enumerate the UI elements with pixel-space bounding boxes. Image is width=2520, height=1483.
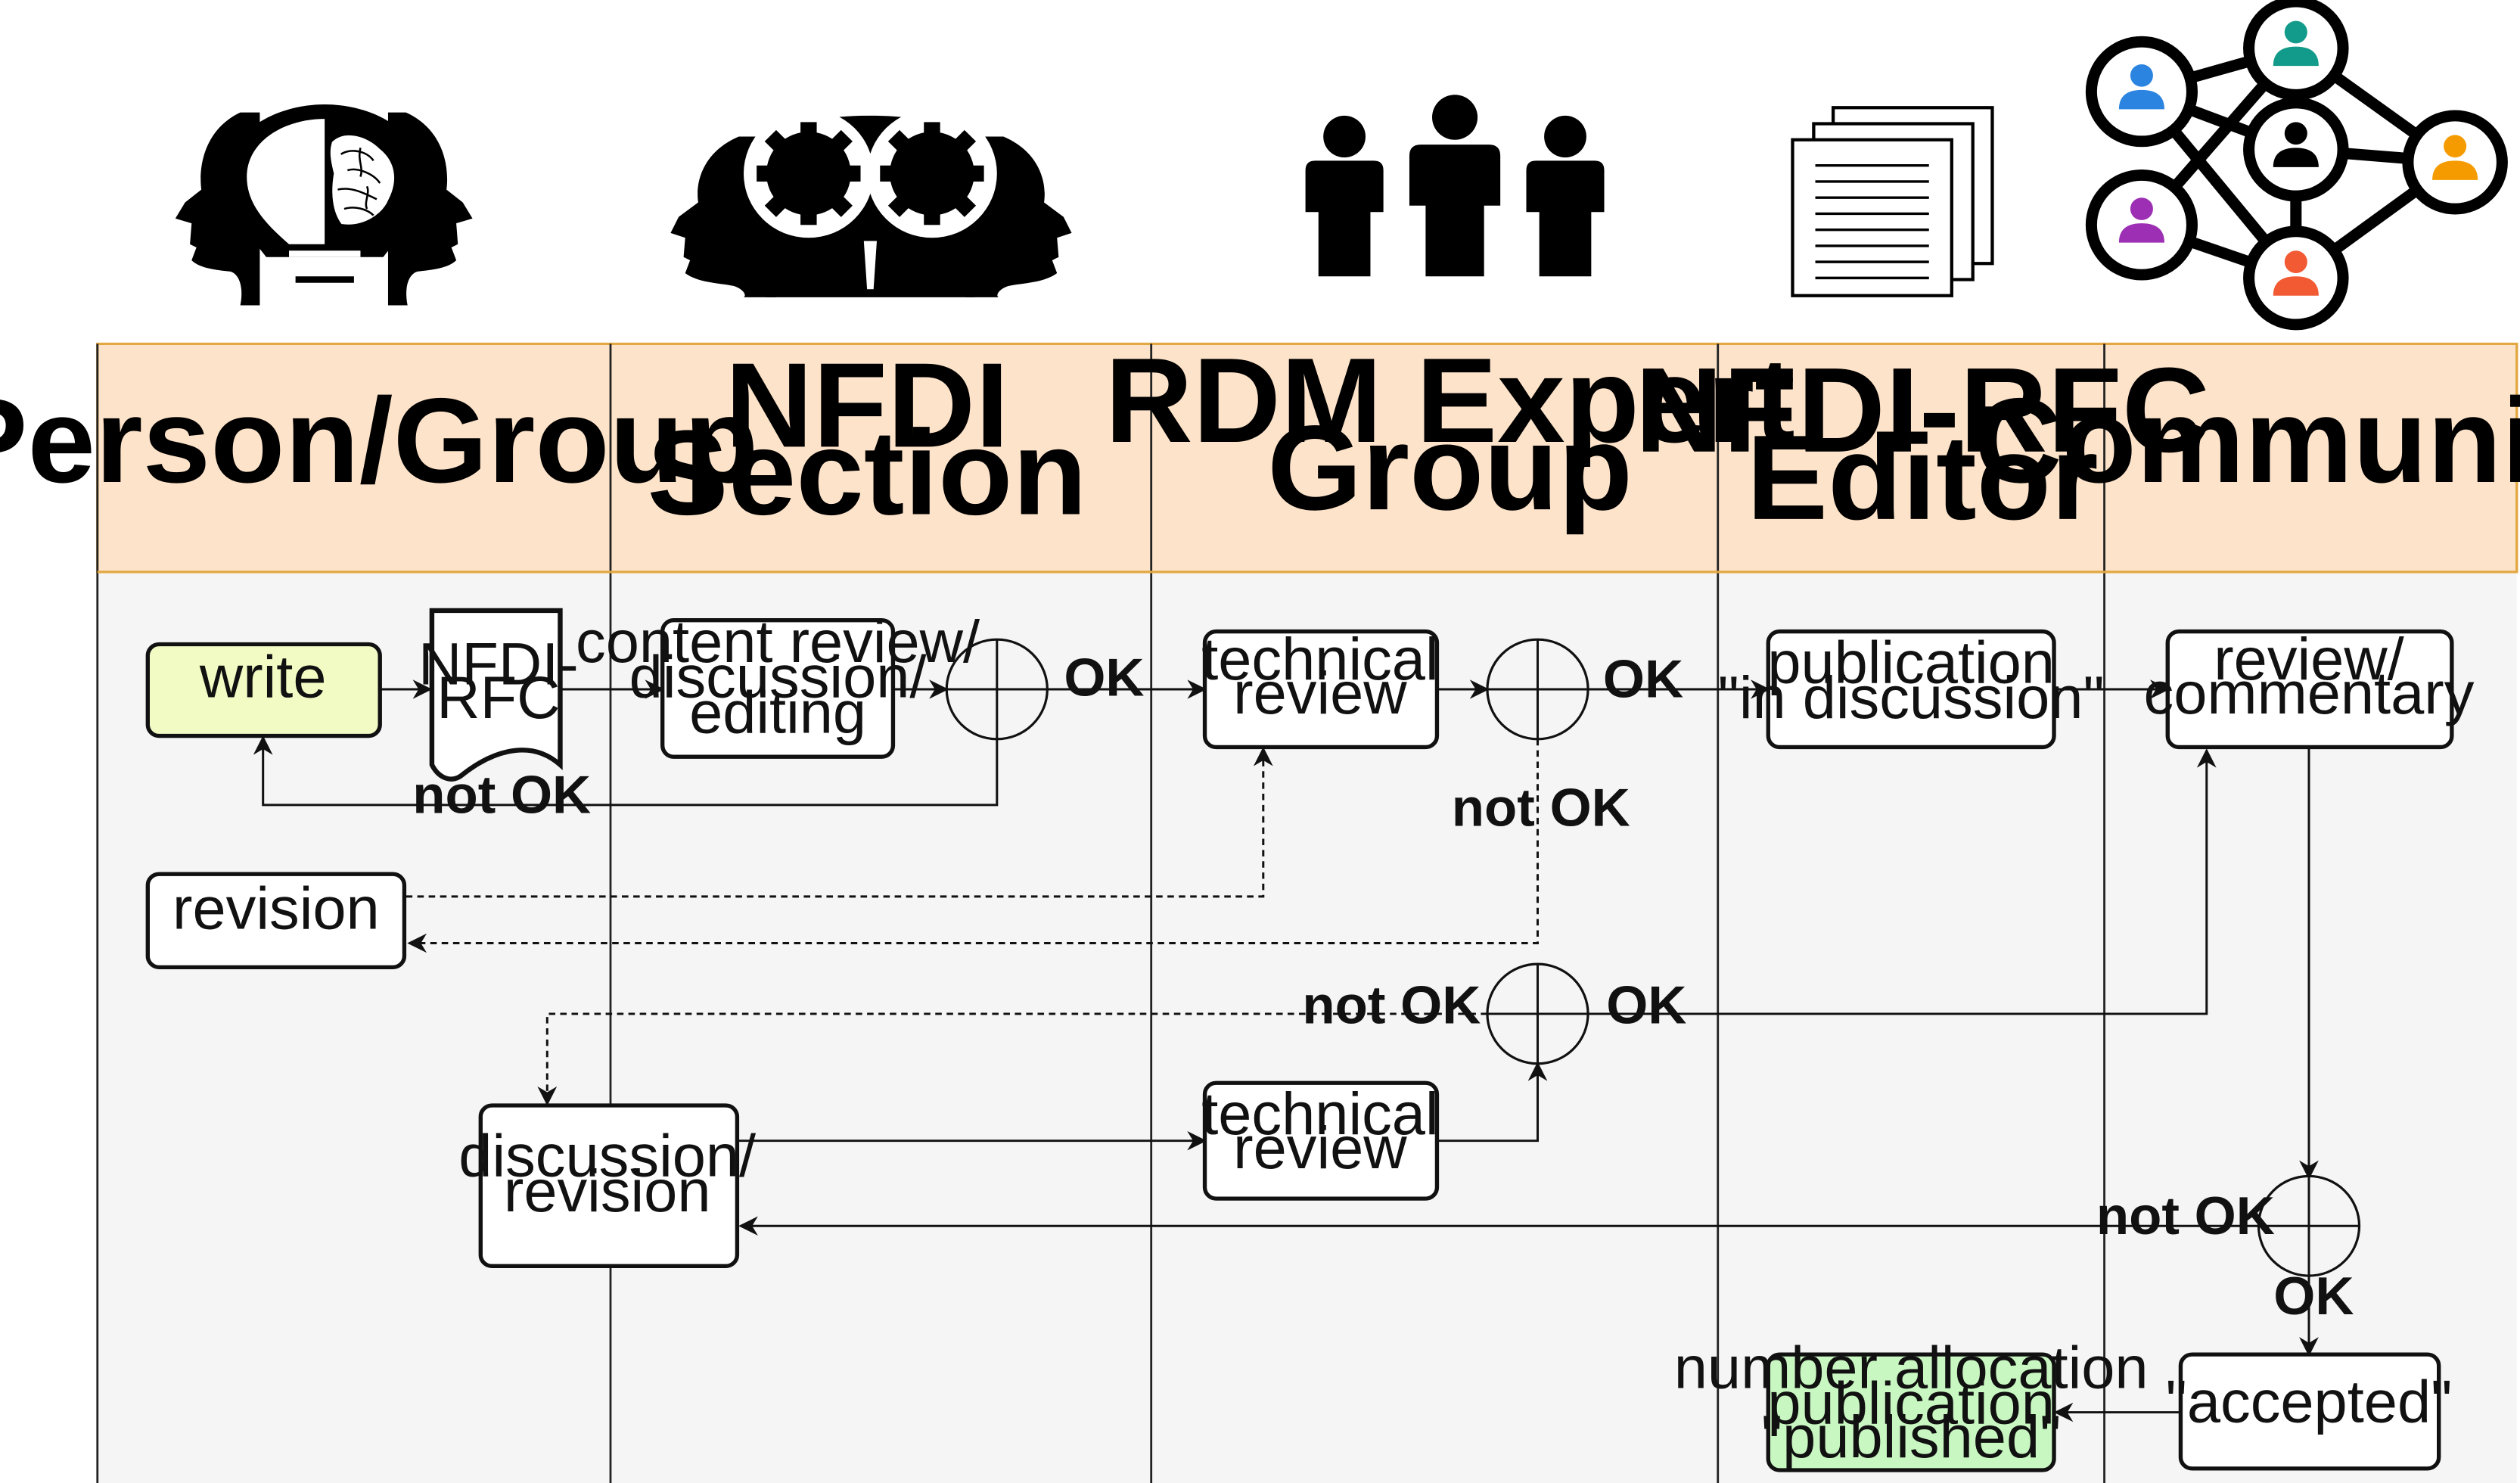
node-label: "accepted" — [2166, 1368, 2453, 1435]
node-label: discussion/ — [629, 643, 927, 710]
node-label: content review/ — [576, 608, 980, 675]
node-revision: revision — [145, 872, 407, 970]
node-label: publication — [1767, 1370, 2055, 1437]
lane-title-line: Person/Group — [0, 373, 758, 508]
edge-label-ok: OK — [1064, 648, 1144, 707]
node-label: revision — [504, 1158, 711, 1225]
person-black-icon — [2273, 122, 2319, 167]
lane-title-line: Group — [1267, 400, 1633, 535]
lightbulb-head-icon — [175, 104, 473, 306]
edges — [253, 679, 2319, 1422]
node-label: number allocation — [1674, 1334, 2149, 1401]
edge-label-ok: OK — [1603, 649, 1683, 709]
node-content-review: content review/ discussion/ editing — [576, 608, 980, 759]
node-label: commentary — [2144, 659, 2475, 726]
node-label: "in discussion" — [1718, 664, 2105, 732]
node-technical-review-2: technical review — [1201, 1080, 1440, 1201]
node-label: review/ — [2214, 626, 2404, 693]
node-label: review — [1233, 1114, 1407, 1181]
node-label: RFC — [437, 664, 560, 732]
lane-title-line: RDM Expert — [1105, 333, 1794, 468]
node-label: discussion/ — [458, 1122, 756, 1189]
edge-label-ok: OK — [2273, 1266, 2354, 1326]
documents-icon — [1791, 106, 1994, 297]
lane-header-nfdi-section: NFDI Section — [647, 337, 1086, 539]
node-write: write — [145, 642, 382, 738]
node-label: review — [1233, 659, 1407, 726]
lane-title-line: Editor — [1747, 410, 2099, 545]
edge-ok-to-review-commentary — [1588, 748, 2217, 1015]
lane-title-line: Community — [1974, 373, 2520, 508]
lane-title-line: NFDI — [725, 337, 1009, 472]
lane-header-community: Community — [1974, 373, 2520, 508]
gateway-technical-check-1 — [1486, 638, 1589, 741]
edge-label-not-ok: not OK — [2096, 1186, 2275, 1245]
node-label: write — [199, 643, 327, 710]
edge-not-ok-to-discussion-revision — [537, 1012, 1487, 1106]
gear-heads-icon — [670, 109, 1072, 297]
lane-header-rdm-expert-group: RDM Expert Group — [1105, 333, 1794, 535]
community-network-icon — [2085, 0, 2508, 331]
node-nfdi-rfc-document: NFDI- RFC — [418, 608, 579, 782]
person-blue-icon — [2118, 64, 2164, 110]
edge-technical-review-to-gateway-2 — [1438, 1062, 1548, 1143]
node-publication-in-discussion: publication "in discussion" — [1718, 629, 2105, 750]
node-review-commentary: review/ commentary — [2144, 626, 2475, 750]
edge-not-ok-to-revision — [407, 738, 1540, 953]
node-accepted: "accepted" — [2166, 1352, 2453, 1471]
node-label: technical — [1201, 626, 1438, 693]
person-purple-icon — [2118, 197, 2164, 243]
node-label: technical — [1201, 1080, 1438, 1148]
lane-title-line: NFDI-RFC — [1635, 342, 2210, 477]
people-group-icon — [1305, 95, 1605, 277]
node-label: NFDI- — [418, 630, 579, 698]
node-technical-review-1: technical review — [1201, 626, 1440, 750]
node-discussion-revision: discussion/ revision — [458, 1103, 756, 1268]
edge-label-ok: OK — [1606, 975, 1686, 1035]
edge-revision-to-technical-review — [405, 747, 1273, 898]
node-label: "published" — [1761, 1403, 2061, 1470]
lane-header-nfdi-rfc-editor: NFDI-RFC Editor — [1635, 342, 2210, 544]
edge-not-ok-back-to-write — [253, 735, 999, 807]
lane-header-person-group: Person/Group — [0, 373, 758, 508]
person-teal-icon — [2273, 20, 2319, 67]
node-label: editing — [689, 679, 866, 746]
edge-labels: OK not OK OK not OK not OK OK not OK OK — [412, 648, 2354, 1326]
person-red-icon — [2273, 250, 2319, 296]
gateway-community-check — [2257, 1174, 2361, 1277]
edge-label-not-ok: not OK — [1452, 778, 1630, 838]
node-label: revision — [172, 875, 380, 942]
gateway-technical-check-2 — [1486, 962, 1589, 1065]
lane-title-line: Section — [647, 405, 1086, 539]
person-orange-icon — [2432, 135, 2478, 180]
gateway-content-check — [945, 638, 1049, 741]
node-published: number allocation publication "published… — [1674, 1334, 2149, 1472]
edge-label-not-ok: not OK — [1302, 975, 1481, 1035]
edge-label-not-ok: not OK — [412, 765, 591, 825]
node-label: publication — [1767, 629, 2055, 696]
